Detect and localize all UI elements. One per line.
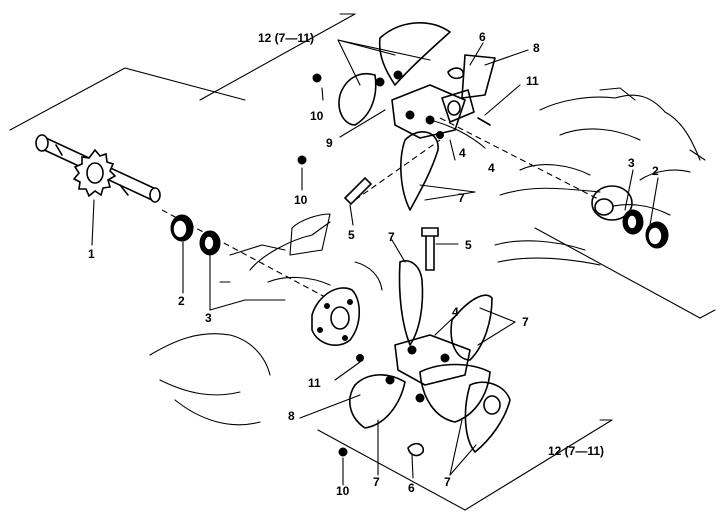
callout-7-lower-a: 7: [388, 230, 395, 244]
lower-screw: [356, 354, 364, 362]
seal-left: [199, 230, 221, 256]
sprocket-icon: [72, 148, 117, 198]
callout-10-upper-a: 10: [310, 109, 324, 123]
callout-9: 9: [326, 136, 333, 150]
bearing-left: [170, 214, 194, 242]
callout-7-upper: 7: [458, 191, 465, 205]
lower-tine-blade-d: [419, 363, 491, 423]
lower-tine-blade-b: [450, 294, 493, 361]
hub-housing-right: [591, 185, 633, 221]
upper-tine-blade-b: [338, 73, 377, 126]
callout-7-lower-b: 7: [522, 315, 529, 329]
callout-3-left: 3: [205, 311, 212, 325]
upper-nut-b: [297, 155, 307, 165]
callout-8-upper: 8: [533, 41, 540, 55]
callout-7-lower-d: 7: [444, 475, 451, 489]
callout-4-upper-b: 4: [488, 161, 495, 175]
lower-tine-blade-a: [398, 260, 424, 346]
callout-11-lower: 11: [308, 376, 321, 390]
upper-tine-blade-a: [378, 22, 451, 86]
callout-1: 1: [88, 247, 95, 261]
callout-5-upper: 5: [348, 228, 355, 242]
lower-pin: [421, 227, 439, 271]
callout-6-lower: 6: [408, 481, 415, 495]
lower-hub-flange: [311, 287, 361, 346]
leader-lines: [91, 39, 659, 486]
lower-hub: [394, 334, 471, 386]
seal-right: [622, 209, 644, 235]
callout-12-upper: 12 (7—11): [258, 31, 314, 45]
lower-clip: [407, 442, 425, 457]
upper-pin: [343, 176, 373, 206]
callout-2-left: 2: [178, 294, 185, 308]
tiller-housing-outline: [149, 87, 706, 426]
bearing-right: [645, 221, 669, 249]
lower-tine-blade-c: [349, 374, 406, 429]
callout-5-lower: 5: [465, 238, 472, 252]
upper-tine-blade-c: [400, 131, 439, 211]
callout-6-upper: 6: [479, 30, 486, 44]
callout-10-lower: 10: [336, 484, 350, 498]
lower-mount-plate: [464, 381, 511, 453]
callout-12-lower: 12 (7—11): [548, 444, 604, 458]
callout-11-upper: 11: [526, 74, 539, 88]
callout-4-upper: 4: [459, 146, 466, 160]
pin-centerline: [354, 139, 441, 201]
upper-tine-assembly: [297, 22, 496, 211]
callout-8-lower: 8: [288, 409, 295, 423]
callout-brackets: [9, 13, 716, 511]
upper-clip: [447, 67, 465, 80]
callout-10-upper-b: 10: [294, 193, 308, 207]
callout-3-right: 3: [628, 156, 635, 170]
lower-nut: [338, 447, 348, 457]
upper-nut-a: [312, 73, 322, 83]
callout-2-right: 2: [652, 164, 659, 178]
callout-4-lower: 4: [452, 305, 459, 319]
upper-hub: [391, 84, 466, 139]
upper-bolt-a: [375, 77, 385, 87]
lower-tine-assembly: [338, 260, 511, 457]
upper-mount-plate: [461, 54, 496, 99]
callout-7-lower-c: 7: [373, 475, 380, 489]
